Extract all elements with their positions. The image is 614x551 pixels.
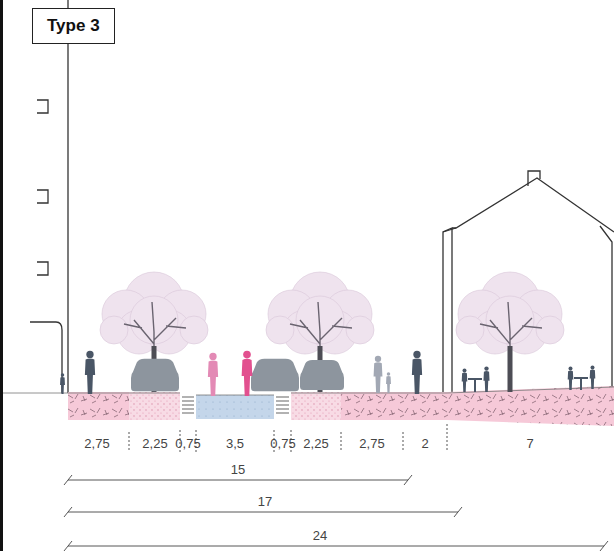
dimension-label: 3,5 [226, 437, 244, 450]
frame-line [0, 0, 3, 551]
illustration-part [129, 424, 447, 452]
illustration-part [180, 393, 196, 419]
illustration-part [276, 397, 289, 413]
illustration-part [129, 392, 180, 420]
left-building [30, 0, 68, 393]
illustration-part [291, 392, 341, 420]
illustration-part [64, 475, 412, 485]
person [374, 356, 383, 393]
illustration-part [590, 365, 596, 389]
dimension-label: 15 [231, 463, 245, 476]
illustration-part [182, 397, 289, 413]
car [300, 360, 344, 390]
person [85, 351, 95, 394]
cyclist [208, 353, 218, 396]
illustration-part [341, 392, 447, 420]
dimension-label: 7 [526, 437, 533, 450]
child [60, 373, 65, 394]
dimension-label: 0,75 [270, 437, 295, 450]
child [386, 372, 391, 393]
car [131, 359, 179, 392]
dimension-line [64, 475, 608, 551]
right-building [443, 171, 614, 393]
illustration-part [568, 366, 574, 390]
illustration-part [600, 226, 612, 393]
illustration-part [64, 507, 462, 517]
illustration-part [37, 190, 48, 203]
illustration-part [68, 392, 129, 420]
title: Type 3 [32, 8, 115, 44]
illustration-part [37, 262, 48, 275]
illustration-part [64, 541, 608, 551]
tree [456, 272, 564, 392]
dimension-label: 2,25 [142, 437, 167, 450]
dimension-label: 2,25 [303, 437, 328, 450]
dimension-label: 17 [258, 495, 272, 508]
illustration-part [443, 178, 614, 393]
illustration-part [182, 397, 194, 413]
illustration-part [580, 377, 582, 390]
cafe-terrace [462, 365, 596, 392]
dimension-label: 0,75 [175, 437, 200, 450]
illustration-part [37, 100, 48, 113]
dimension-label: 24 [313, 529, 327, 542]
cyclist [242, 351, 253, 396]
person [412, 351, 422, 394]
illustration-part [30, 322, 62, 393]
illustration-part [196, 395, 274, 419]
dimension-label: 2,75 [84, 437, 109, 450]
illustration-part [528, 171, 540, 186]
separator [129, 424, 447, 452]
tree [100, 272, 208, 392]
illustration-part [483, 366, 489, 392]
illustration-part [462, 368, 468, 392]
illustration-part [443, 228, 456, 232]
illustration-part [474, 378, 476, 392]
dimension-label: 2,75 [359, 437, 384, 450]
illustration-part [67, 0, 68, 393]
car [251, 359, 299, 392]
ground [3, 386, 614, 426]
illustration-part [274, 393, 291, 419]
dimension-label: 2 [421, 437, 428, 450]
